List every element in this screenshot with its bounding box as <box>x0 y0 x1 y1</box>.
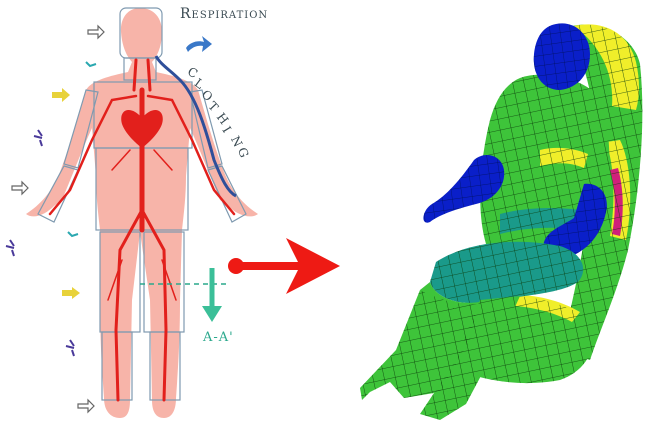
section-label: A-A' <box>203 330 234 345</box>
section-arrowhead-icon <box>202 306 222 322</box>
transition-arrow-icon <box>228 238 340 294</box>
respiration-arrow-icon <box>186 36 212 52</box>
respiration-label: Respiration <box>180 6 268 22</box>
convection-icon <box>12 26 104 412</box>
fe-mesh-occupant-model <box>360 23 642 420</box>
